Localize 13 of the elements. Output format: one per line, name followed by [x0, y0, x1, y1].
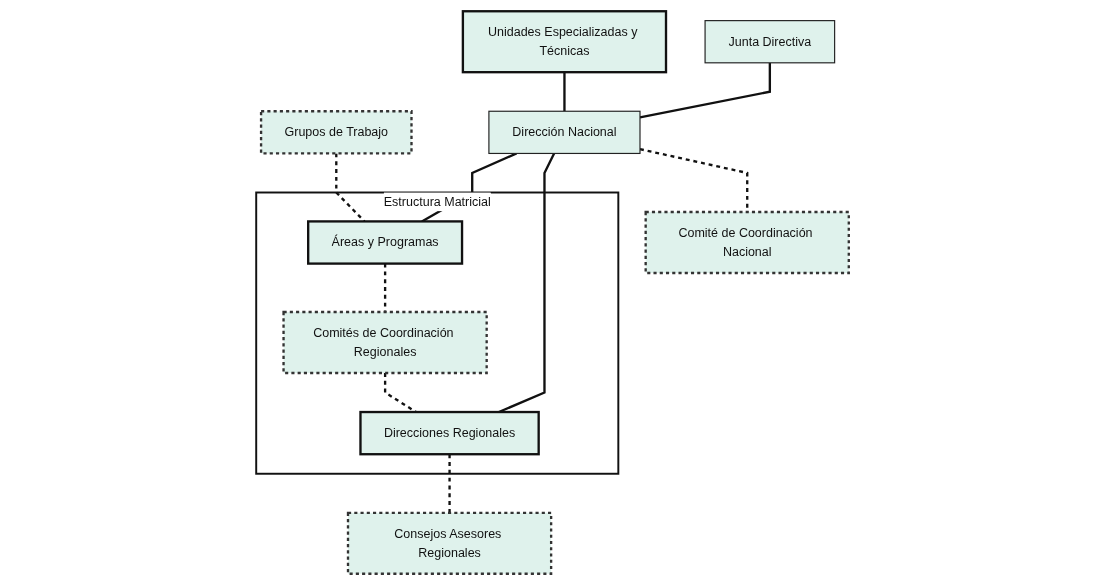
connector — [383, 263, 387, 313]
node-box: Direcciones Regionales — [359, 410, 540, 456]
node-box: Unidades Especializadas y Técnicas — [461, 10, 668, 74]
node-box: Grupos de Trabajo — [259, 110, 413, 155]
node-box: Dirección Nacional — [488, 110, 641, 155]
node-box: Áreas y Programas — [307, 220, 464, 265]
connector — [563, 72, 566, 112]
connector — [448, 454, 451, 513]
node-box: Comité de Coordinación Nacional — [644, 210, 850, 275]
node-box: Comités de Coordinación Regionales — [282, 310, 488, 375]
node-box: Consejos Asesores Regionales — [346, 511, 553, 575]
node-box: Junta Directiva — [704, 20, 836, 64]
connector — [639, 62, 771, 119]
